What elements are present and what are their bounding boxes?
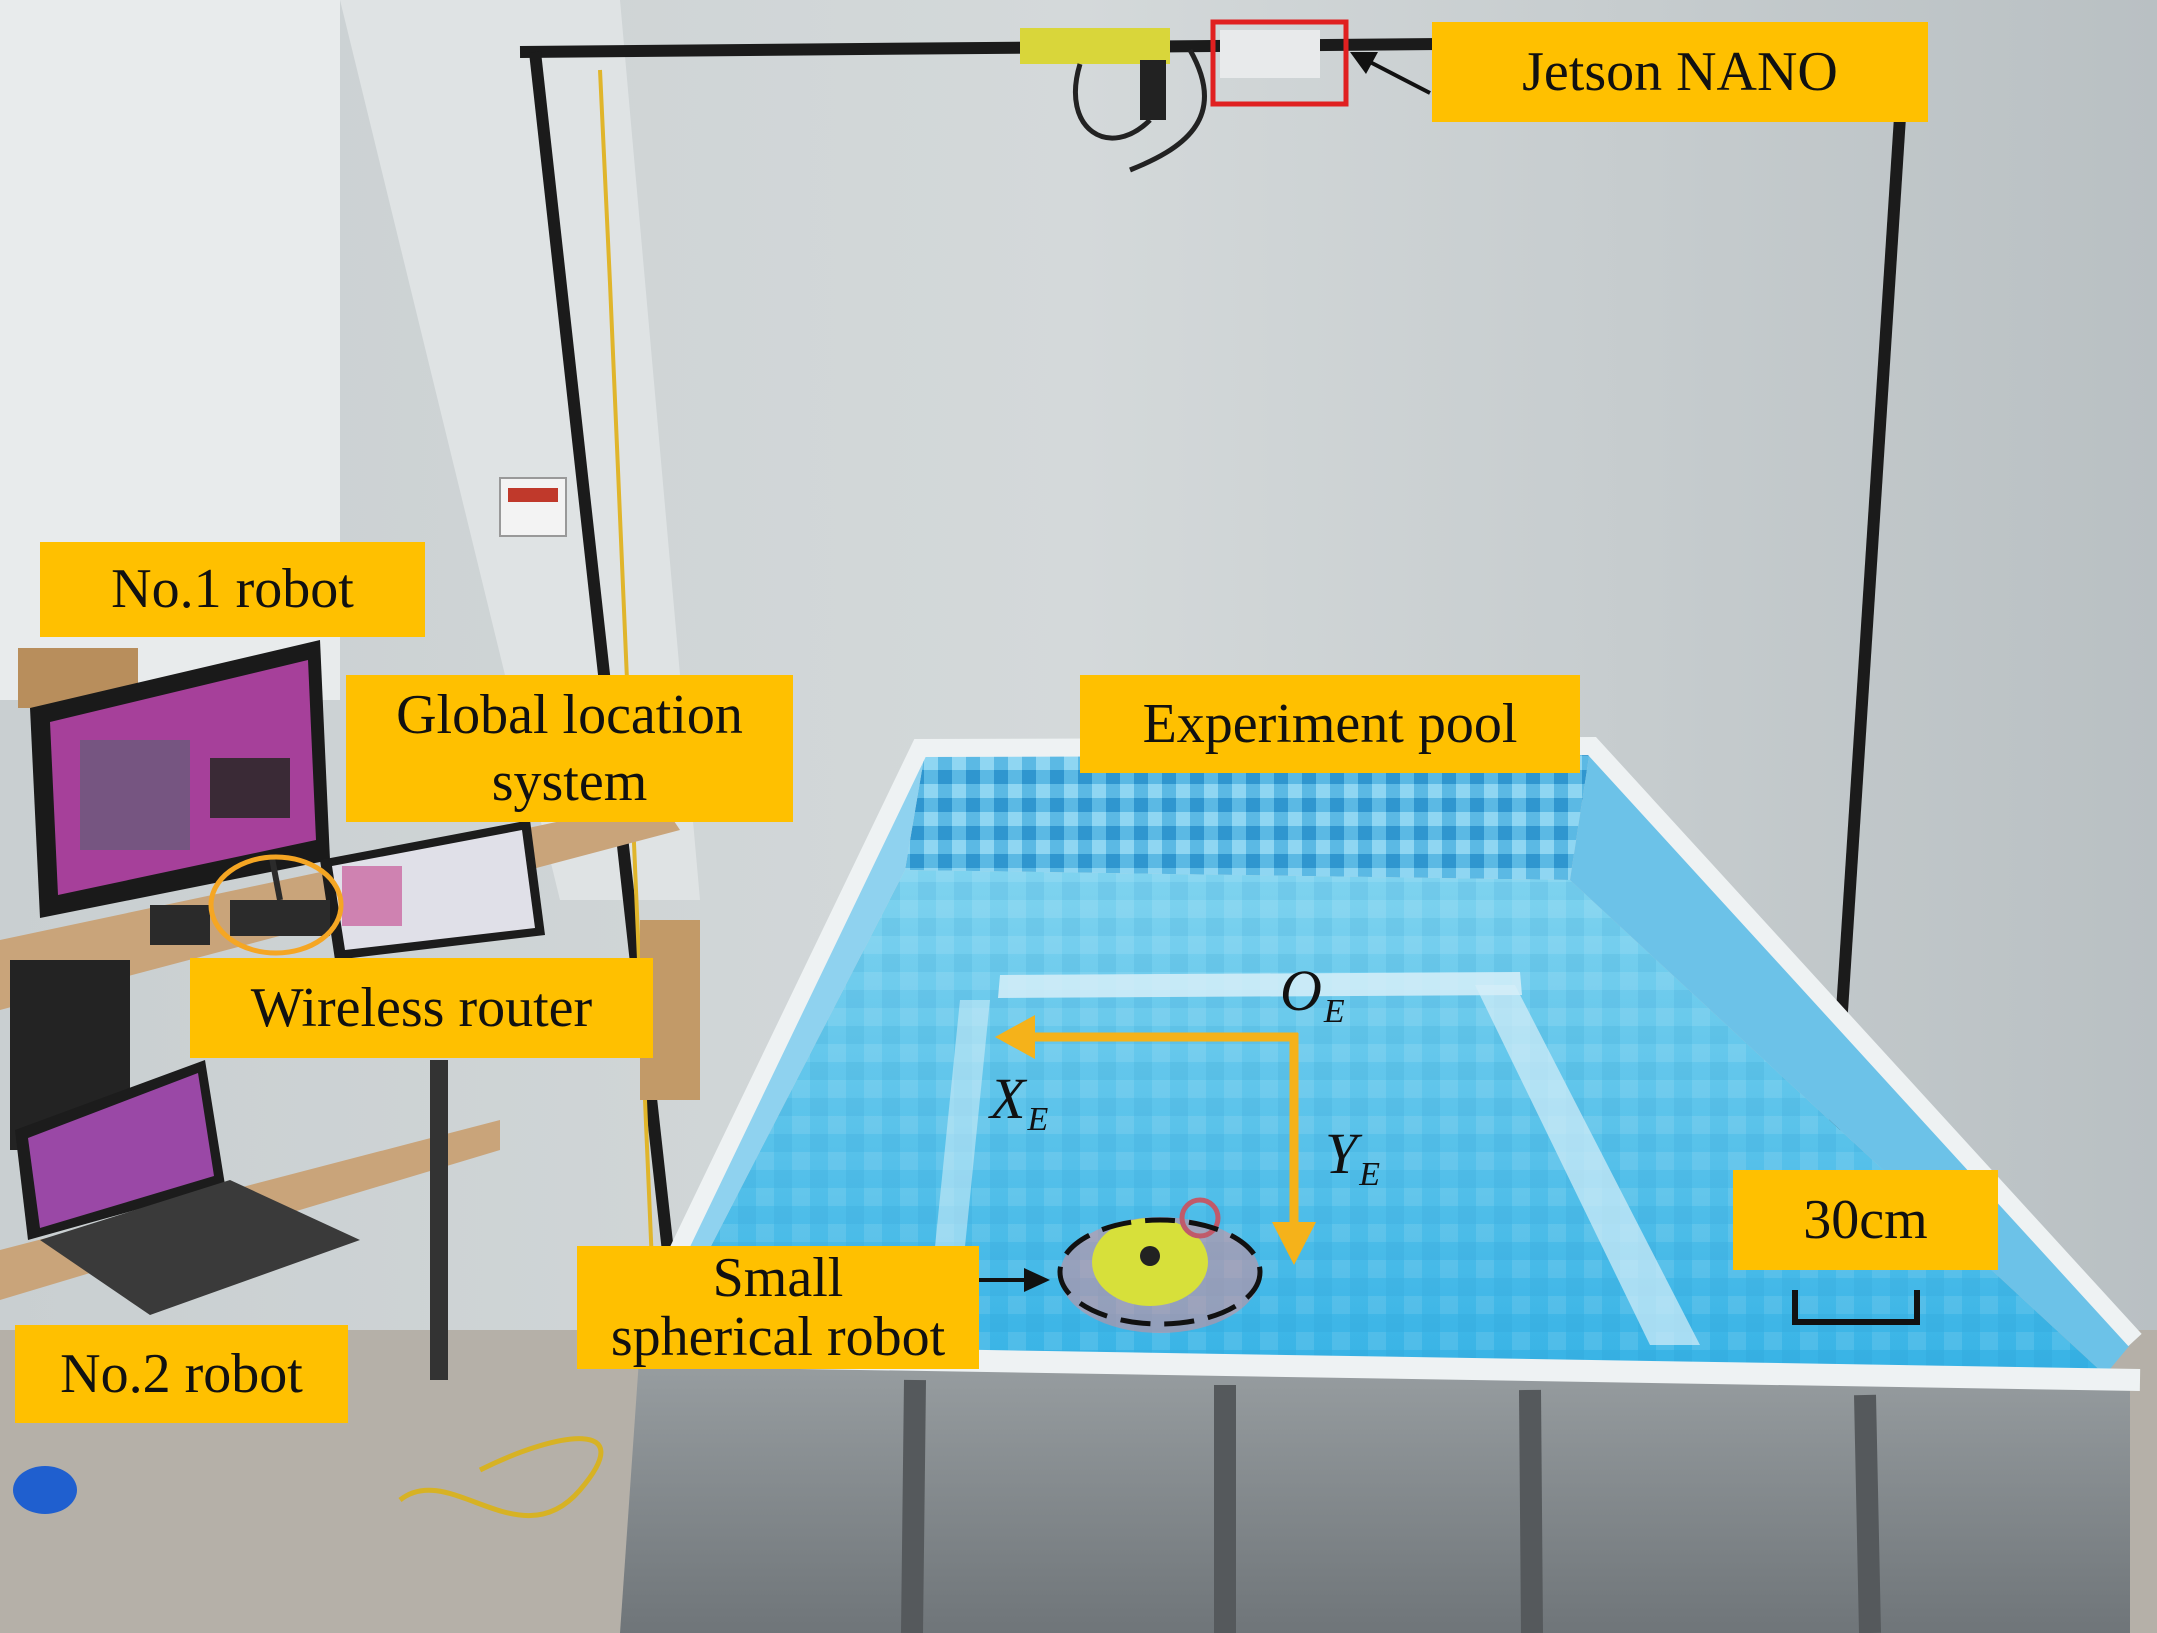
scale-bar: [1792, 1290, 1920, 1325]
label-jetson-nano-text: Jetson NANO: [1522, 40, 1838, 103]
ruler-horizontal: [998, 972, 1522, 998]
label-global-location-system: Global location system: [346, 675, 793, 822]
label-no1-robot-text: No.1 robot: [111, 558, 354, 621]
label-scale-text: 30cm: [1803, 1188, 1928, 1251]
label-small-spherical-robot: Small spherical robot: [577, 1246, 979, 1369]
axis-y-label: YE: [1325, 1125, 1380, 1192]
laptop-1-window: [342, 866, 402, 926]
ruler-vertical: [1475, 985, 1700, 1345]
label-gls-line2: system: [491, 750, 648, 813]
pool-leg-3: [1519, 1389, 1543, 1633]
label-small-line2: spherical robot: [610, 1305, 946, 1368]
axis-y-letter: Y: [1325, 1121, 1358, 1186]
monitor-1-stand: [150, 905, 210, 945]
monitor-1-terminal: [210, 758, 290, 818]
label-no1-robot: No.1 robot: [40, 542, 425, 637]
pool-back-wall: [905, 750, 1590, 880]
mouse: [13, 1466, 77, 1514]
camera-cables: [1072, 48, 1207, 173]
y-axis-arrowhead: [1272, 1222, 1316, 1265]
pool-skirt: [620, 1345, 2130, 1633]
jetson-pointer-line: [1369, 60, 1431, 95]
robot-wheel: [1179, 1197, 1221, 1239]
x-axis-arrowhead: [995, 1015, 1035, 1059]
label-jetson-nano: Jetson NANO: [1432, 22, 1928, 122]
label-wireless-router: Wireless router: [190, 958, 653, 1058]
robot-dashed-ellipse: [1057, 1217, 1263, 1327]
router-highlight-ring: [208, 854, 344, 956]
axis-x-letter: X: [990, 1066, 1026, 1131]
axis-origin-sub: E: [1323, 992, 1345, 1030]
label-experiment-pool: Experiment pool: [1080, 675, 1580, 773]
axis-origin-label: OE: [1280, 962, 1345, 1029]
camera: [1140, 60, 1166, 120]
axis-origin-letter: O: [1280, 958, 1322, 1023]
pool-leg-1: [901, 1379, 926, 1633]
label-gls-line1: Global location: [396, 684, 743, 747]
router-antenna: [269, 857, 283, 901]
label-no2-robot-text: No.2 robot: [60, 1342, 303, 1405]
wall-sign: [499, 477, 567, 537]
camera-mount: [1020, 28, 1170, 64]
axis-x-label: XE: [990, 1070, 1048, 1137]
laptop-2-screen: [28, 1073, 214, 1228]
label-scale-30cm: 30cm: [1733, 1170, 1998, 1270]
label-wireless-router-text: Wireless router: [250, 976, 593, 1039]
jetson-highlight-box: [1210, 19, 1349, 107]
axis-y-sub: E: [1359, 1155, 1381, 1193]
pool-leg-4: [1854, 1394, 1881, 1633]
jetson-board: [1220, 30, 1320, 78]
floor-cables: [398, 1436, 604, 1519]
wall-sign-band: [508, 488, 558, 502]
desk-leg: [430, 1060, 448, 1380]
robot-pointer-head: [1024, 1268, 1050, 1292]
label-small-line1: Small: [712, 1246, 844, 1309]
laptop-2-keyboard: [40, 1180, 360, 1315]
monitor-1-window: [80, 740, 190, 850]
jetson-pointer-head: [1350, 52, 1378, 74]
robot-center: [1140, 1246, 1160, 1266]
label-experiment-pool-text: Experiment pool: [1142, 692, 1518, 755]
axis-x-sub: E: [1027, 1100, 1049, 1138]
label-no2-robot: No.2 robot: [15, 1325, 348, 1423]
router-body: [230, 900, 330, 936]
